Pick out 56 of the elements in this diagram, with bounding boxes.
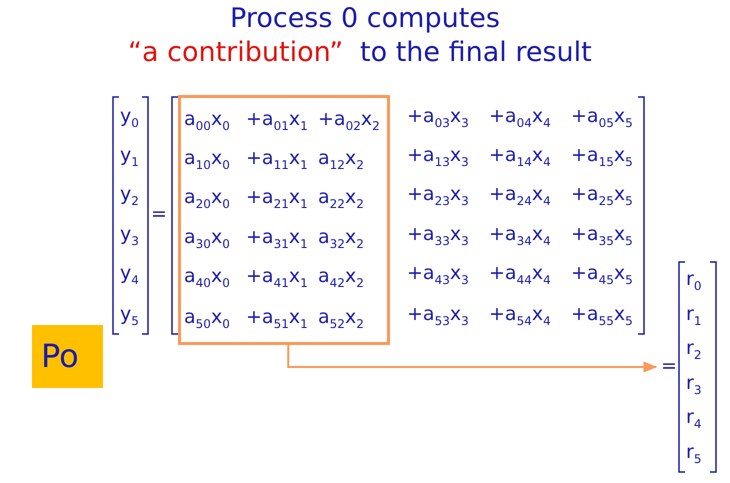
equals-sign: = bbox=[661, 355, 677, 377]
vector-entry: y$_{4}$ bbox=[120, 262, 139, 289]
matrix-entry: a$_{20}$x$_{0}$ bbox=[184, 186, 230, 213]
matrix-entry: +a$_{25}$x$_{5}$ bbox=[571, 183, 633, 210]
matrix-entry: +a$_{33}$x$_{3}$ bbox=[407, 223, 469, 250]
matrix-entry: +a$_{43}$x$_{3}$ bbox=[407, 262, 469, 289]
matrix-entry: +a$_{11}$x$_{1}$ bbox=[246, 147, 308, 174]
matrix-entry: a$_{50}$x$_{0}$ bbox=[184, 306, 230, 333]
matrix-entry: a$_{30}$x$_{0}$ bbox=[184, 226, 230, 253]
matrix-entry: +a$_{53}$x$_{3}$ bbox=[407, 303, 469, 330]
highlight-box bbox=[178, 95, 390, 345]
subtitle-text: to the final result bbox=[360, 36, 592, 70]
vector-entry: r$_{0}$ bbox=[686, 268, 702, 295]
matrix-entry: +a$_{35}$x$_{5}$ bbox=[571, 223, 633, 250]
matrix-entry: +a$_{54}$x$_{4}$ bbox=[489, 303, 551, 330]
matrix-entry: +a$_{44}$x$_{4}$ bbox=[489, 262, 551, 289]
matrix-entry: a$_{40}$x$_{0}$ bbox=[184, 265, 230, 292]
arrow bbox=[287, 345, 658, 373]
matrix-entry: +a$_{04}$x$_{4}$ bbox=[489, 105, 551, 132]
matrix-entry: +a$_{45}$x$_{5}$ bbox=[571, 262, 633, 289]
matrix-entry: +a$_{14}$x$_{4}$ bbox=[489, 144, 551, 171]
matrix-entry: a$_{12}$x$_{2}$ bbox=[318, 147, 364, 174]
matrix-entry: +a$_{03}$x$_{3}$ bbox=[407, 105, 469, 132]
vector-entry: y$_{0}$ bbox=[120, 105, 139, 132]
process-label: Po bbox=[32, 325, 103, 388]
vector-entry: y$_{5}$ bbox=[120, 303, 139, 330]
vector-entry: r$_{5}$ bbox=[686, 440, 702, 468]
title: Process 0 computes bbox=[229, 2, 501, 36]
matrix-entry: +a$_{01}$x$_{1}$ bbox=[246, 108, 308, 135]
vector-entry: y$_{1}$ bbox=[120, 144, 139, 171]
matrix-entry: a$_{52}$x$_{2}$ bbox=[318, 306, 364, 333]
matrix-entry: +a$_{21}$x$_{1}$ bbox=[246, 186, 308, 213]
vector-entry: r$_{1}$ bbox=[686, 302, 702, 330]
matrix-entry: +a$_{24}$x$_{4}$ bbox=[489, 183, 551, 210]
matrix-entry: +a$_{31}$x$_{1}$ bbox=[246, 226, 308, 253]
matrix-entry: +a$_{05}$x$_{5}$ bbox=[571, 105, 633, 132]
matrix-entry: +a$_{13}$x$_{3}$ bbox=[407, 144, 469, 171]
vector-entry: r$_{4}$ bbox=[686, 406, 702, 433]
vector-entry: y$_{3}$ bbox=[120, 223, 139, 250]
matrix-entry: +a$_{02}$x$_{2}$ bbox=[318, 108, 380, 135]
matrix-entry: +a$_{55}$x$_{5}$ bbox=[571, 303, 633, 330]
matrix-entry: +a$_{23}$x$_{3}$ bbox=[407, 183, 469, 210]
vector-entry: r$_{3}$ bbox=[686, 372, 702, 398]
matrix-entry: +a$_{15}$x$_{5}$ bbox=[571, 144, 633, 171]
matrix-entry: a$_{22}$x$_{2}$ bbox=[318, 186, 364, 213]
vector-entry: r$_{2}$ bbox=[686, 337, 702, 364]
matrix-entry: +a$_{51}$x$_{1}$ bbox=[246, 306, 308, 333]
matrix-entry: a$_{32}$x$_{2}$ bbox=[318, 226, 364, 253]
equals-sign: = bbox=[151, 203, 167, 225]
matrix-entry: a$_{42}$x$_{2}$ bbox=[318, 265, 364, 292]
matrix-entry: a$_{10}$x$_{0}$ bbox=[184, 147, 230, 174]
matrix-entry: a$_{00}$x$_{0}$ bbox=[184, 108, 230, 135]
matrix-entry: +a$_{34}$x$_{4}$ bbox=[489, 223, 551, 250]
subtitle-text: “a contribution” bbox=[128, 36, 344, 70]
vector-entry: y$_{2}$ bbox=[120, 183, 139, 210]
matrix-entry: +a$_{41}$x$_{1}$ bbox=[246, 265, 308, 292]
